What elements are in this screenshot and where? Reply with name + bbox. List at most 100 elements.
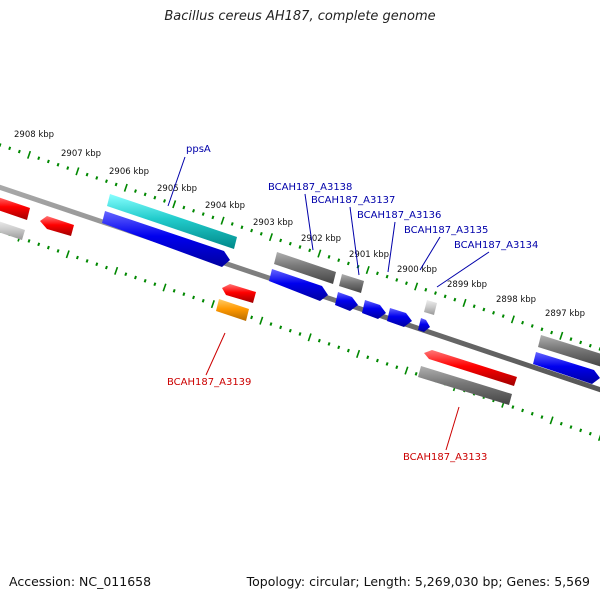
minor-tick bbox=[530, 411, 534, 416]
minor-tick bbox=[279, 325, 283, 330]
minor-tick bbox=[375, 271, 379, 276]
gene-right-blue[interactable] bbox=[533, 352, 600, 384]
kbp-label: 2906 kbp bbox=[109, 167, 149, 177]
minor-tick bbox=[37, 156, 41, 160]
gene-ppsA[interactable] bbox=[107, 194, 237, 249]
kbp-label: 2900 kbp bbox=[397, 265, 437, 275]
minor-tick bbox=[0, 143, 2, 147]
minor-tick bbox=[308, 248, 312, 253]
minor-tick bbox=[298, 332, 302, 336]
minor-tick bbox=[211, 215, 215, 220]
gene-A3136[interactable] bbox=[335, 292, 358, 311]
minor-tick bbox=[492, 310, 496, 315]
gene-red-mid[interactable] bbox=[222, 284, 256, 303]
kbp-label: 2903 kbp bbox=[253, 218, 293, 228]
label-ppsA[interactable]: ppsA bbox=[186, 144, 211, 155]
gene-A3138[interactable] bbox=[274, 252, 336, 284]
minor-tick bbox=[385, 274, 389, 279]
minor-tick bbox=[37, 242, 41, 247]
minor-tick bbox=[75, 255, 79, 260]
minor-tick bbox=[17, 149, 21, 154]
major-tick bbox=[317, 249, 322, 258]
minor-tick bbox=[114, 182, 118, 187]
minor-tick bbox=[104, 265, 108, 270]
minor-tick bbox=[559, 421, 563, 426]
minor-tick bbox=[259, 232, 263, 236]
gene-A3134-light[interactable] bbox=[424, 300, 437, 315]
minor-tick bbox=[385, 362, 389, 366]
gene-A3139[interactable] bbox=[216, 299, 249, 321]
label-A3135[interactable]: BCAH187_A3135 bbox=[404, 225, 488, 236]
gene-A3134[interactable] bbox=[418, 318, 430, 332]
kbp-label: 2899 kbp bbox=[447, 280, 487, 290]
gene-blue-long[interactable] bbox=[102, 211, 230, 267]
minor-tick bbox=[395, 278, 399, 282]
minor-tick bbox=[182, 205, 186, 210]
minor-tick bbox=[511, 405, 515, 409]
minor-tick bbox=[95, 262, 99, 267]
minor-tick bbox=[85, 172, 89, 177]
minor-tick bbox=[250, 228, 254, 233]
minor-tick bbox=[240, 225, 244, 230]
kbp-label: 2898 kbp bbox=[496, 295, 536, 305]
minor-tick bbox=[163, 199, 166, 203]
accession-text: Accession: NC_011658 bbox=[9, 574, 152, 589]
gene-A3133[interactable] bbox=[418, 366, 512, 405]
kbp-label: 2905 kbp bbox=[157, 184, 197, 194]
minor-tick bbox=[569, 337, 573, 341]
minor-tick bbox=[366, 355, 370, 360]
minor-tick bbox=[56, 162, 60, 167]
label-A3136[interactable]: BCAH187_A3136 bbox=[357, 210, 441, 221]
gene-left-red-1[interactable] bbox=[0, 196, 30, 220]
minor-tick bbox=[579, 340, 583, 345]
major-tick bbox=[462, 298, 467, 307]
minor-tick bbox=[288, 241, 292, 246]
major-tick bbox=[220, 216, 225, 225]
topology-text: Topology: circular; Length: 5,269,030 bp… bbox=[246, 574, 590, 589]
minor-tick bbox=[143, 192, 147, 197]
major-tick bbox=[307, 333, 312, 342]
major-tick bbox=[549, 416, 554, 425]
gene-left-light-1[interactable] bbox=[0, 220, 25, 240]
gene-right-gray[interactable] bbox=[538, 335, 600, 367]
minor-tick bbox=[337, 258, 341, 262]
minor-tick bbox=[134, 275, 137, 280]
reverse-features bbox=[216, 284, 517, 405]
minor-tick bbox=[327, 255, 331, 259]
gene-A3135b[interactable] bbox=[387, 308, 412, 327]
minor-tick bbox=[143, 279, 147, 283]
minor-tick bbox=[540, 327, 544, 332]
minor-tick bbox=[46, 159, 50, 164]
minor-tick bbox=[46, 245, 50, 250]
minor-tick bbox=[404, 281, 408, 286]
gene-left-red-2[interactable] bbox=[40, 216, 74, 236]
minor-tick bbox=[521, 320, 525, 325]
major-tick bbox=[114, 266, 119, 275]
major-tick bbox=[172, 200, 177, 209]
label-A3139[interactable]: BCAH187_A3139 bbox=[167, 377, 251, 388]
major-tick bbox=[26, 150, 32, 159]
minor-tick bbox=[501, 314, 505, 318]
minor-tick bbox=[27, 239, 31, 243]
gene-A3137[interactable] bbox=[339, 274, 364, 293]
label-A3137[interactable]: BCAH187_A3137 bbox=[311, 195, 395, 206]
gene-red-right[interactable] bbox=[424, 350, 517, 386]
label-A3133[interactable]: BCAH187_A3133 bbox=[403, 452, 487, 463]
major-tick bbox=[414, 282, 419, 291]
minor-tick bbox=[588, 431, 592, 436]
label-A3134[interactable]: BCAH187_A3134 bbox=[454, 240, 538, 251]
label-leaders bbox=[167, 156, 490, 451]
minor-tick bbox=[482, 307, 486, 312]
gene-blue-2[interactable] bbox=[269, 269, 328, 301]
label-A3138[interactable]: BCAH187_A3138 bbox=[268, 182, 352, 193]
minor-tick bbox=[95, 176, 99, 180]
major-tick bbox=[210, 300, 215, 309]
minor-tick bbox=[192, 208, 196, 213]
minor-tick bbox=[66, 166, 70, 170]
gene-A3135[interactable] bbox=[362, 300, 386, 319]
minor-tick bbox=[172, 288, 176, 293]
kbp-label: 2902 kbp bbox=[301, 234, 341, 244]
major-tick bbox=[65, 250, 70, 259]
minor-tick bbox=[56, 249, 60, 253]
minor-tick bbox=[569, 425, 573, 429]
